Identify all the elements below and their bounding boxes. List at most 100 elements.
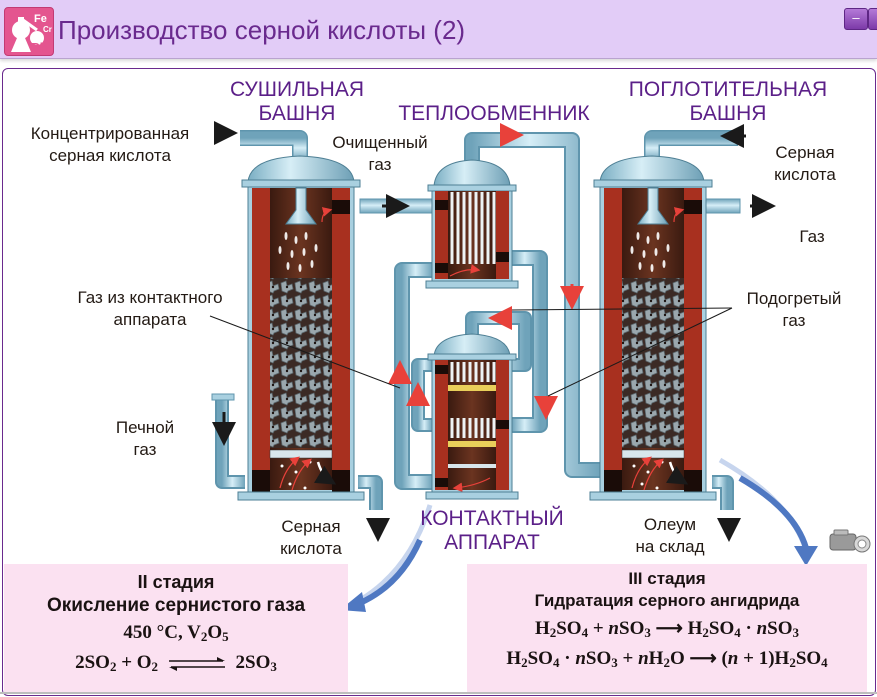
maximize-button[interactable] xyxy=(868,8,877,30)
drying-tower xyxy=(237,155,365,501)
eq-sub: 2 xyxy=(789,655,796,670)
eq-sub: 2 xyxy=(200,629,208,644)
eq-part: ⟶ H xyxy=(650,618,703,639)
logo-text-fe: Fe xyxy=(34,13,47,25)
eq-sub: 4 xyxy=(581,625,589,640)
eq-sub: 4 xyxy=(734,625,741,640)
label-line: Газ из контактного xyxy=(77,288,223,307)
eq-part: SO xyxy=(767,618,793,639)
label-line: газ xyxy=(368,155,392,174)
eq-sub: 5 xyxy=(222,629,229,644)
eq-sub: 4 xyxy=(552,655,560,670)
stage-2-box: II стадия Окисление сернистого газа 450 … xyxy=(4,564,348,692)
stage-3-equation-2: H2SO4 · nSO3 + nH2O ⟶ (n + 1)H2SO4 xyxy=(467,644,867,674)
eq-part: + 1)H xyxy=(738,648,790,669)
eq-sub: 3 xyxy=(792,625,800,640)
label-line: Печной xyxy=(115,418,175,437)
eq-part: SO xyxy=(556,618,582,639)
stage-3-box: III стадия Гидратация серного ангидрида … xyxy=(467,564,867,692)
label-gas-from-contact: Газ из контактного аппарата xyxy=(50,287,250,331)
heading-line: ПОГЛОТИТЕЛЬНАЯ xyxy=(628,78,828,101)
heading-drying-tower: СУШИЛЬНАЯ БАШНЯ xyxy=(222,78,372,126)
label-line: Концентрированная xyxy=(30,124,190,143)
reversible-arrow-icon xyxy=(168,656,225,671)
stage-callout-arrows xyxy=(340,457,818,612)
heading-line: БАШНЯ xyxy=(689,102,767,125)
label-line: Очищенный xyxy=(332,133,428,152)
flow-arrows xyxy=(212,121,776,542)
eq-part: 2SO xyxy=(235,652,271,673)
stage-3-subtitle: Гидратация серного ангидрида xyxy=(534,591,800,610)
logo-text-pb: Pb xyxy=(31,40,48,55)
eq-part: SO xyxy=(585,648,612,669)
eq-part: SO xyxy=(527,648,553,669)
eq-part: H xyxy=(648,648,664,669)
eq-var: n xyxy=(638,648,649,669)
eq-part: O ⟶ ( xyxy=(669,648,728,669)
stage-3-title: III стадия xyxy=(628,569,706,588)
eq-part: · xyxy=(740,618,757,639)
eq-part: O xyxy=(207,622,223,643)
eq-part: SO xyxy=(708,618,735,639)
label-furnace-gas: Печной газ xyxy=(100,417,190,461)
eq-sub: 2 xyxy=(151,659,159,674)
label-line: Серная xyxy=(775,143,835,162)
label-sulfuric-acid-out: Серная кислота xyxy=(266,516,356,560)
heading-contact-apparatus: КОНТАКТНЫЙ АППАРАТ xyxy=(410,507,574,555)
logo-text-cr: Cr xyxy=(43,25,52,34)
heading-line: АППАРАТ xyxy=(444,531,540,554)
stage-2-conditions: 450 °C, V2O5 xyxy=(4,618,348,648)
eq-sub: 2 xyxy=(702,625,709,640)
stage-2-equation: 2SO2 + O2 2SO3 xyxy=(4,648,348,678)
label-line: Подогретый xyxy=(746,289,842,308)
label-line: кислота xyxy=(774,165,836,184)
heading-heat-exchanger: ТЕПЛООБМЕННИК xyxy=(398,102,590,125)
eq-part: SO xyxy=(795,648,822,669)
eq-part: + O xyxy=(116,652,152,673)
label-line: Олеум xyxy=(643,515,697,534)
eq-var: n xyxy=(608,618,619,639)
label-oleum: Олеум на склад xyxy=(620,514,720,558)
eq-part: 450 °C, V xyxy=(123,622,201,643)
eq-part: 2SO xyxy=(75,652,110,673)
callout-lines xyxy=(209,307,733,397)
minimize-button[interactable]: – xyxy=(844,8,868,30)
eq-sub: 2 xyxy=(549,625,557,640)
eq-sub: 3 xyxy=(611,655,618,670)
heading-line: БАШНЯ xyxy=(258,102,336,125)
stage-2-subtitle: Окисление сернистого газа xyxy=(46,595,306,616)
heading-line: СУШИЛЬНАЯ xyxy=(229,78,365,101)
eq-var: n xyxy=(727,648,739,669)
eq-part: SO xyxy=(619,618,645,639)
label-line: серная кислота xyxy=(49,146,171,165)
label-line: газ xyxy=(133,440,157,459)
heading-line: КОНТАКТНЫЙ xyxy=(420,507,564,530)
absorption-tower xyxy=(589,155,717,501)
window-title: Производство серной кислоты (2) xyxy=(58,15,466,45)
label-line: на склад xyxy=(635,537,705,556)
label-line: Серная xyxy=(281,517,341,536)
video-camera-icon[interactable] xyxy=(829,529,871,553)
label-conc-acid: Концентрированная серная кислота xyxy=(10,123,210,167)
eq-var: n xyxy=(756,618,768,639)
title-bar: Fe Cr Pb Производство серной кислоты (2)… xyxy=(0,0,877,59)
label-line: кислота xyxy=(280,539,342,558)
label-line: аппарата xyxy=(113,310,187,329)
heading-absorption-tower: ПОГЛОТИТЕЛЬНАЯ БАШНЯ xyxy=(620,78,836,126)
eq-part: H xyxy=(534,618,550,639)
eq-part: · xyxy=(559,648,576,669)
heat-exchanger xyxy=(425,159,519,289)
label-purified-gas: Очищенный газ xyxy=(330,132,430,176)
contact-apparatus xyxy=(425,333,519,500)
eq-sub: 2 xyxy=(109,659,117,674)
label-gas-out: Газ xyxy=(799,227,825,246)
eq-part: + xyxy=(588,618,609,639)
label-sulfuric-acid-in: Серная кислота xyxy=(760,142,850,186)
chemistry-logo-icon: Fe Cr Pb xyxy=(4,7,54,56)
eq-var: n xyxy=(575,648,586,669)
eq-sub: 3 xyxy=(270,659,277,674)
eq-sub: 2 xyxy=(521,655,528,670)
eq-part: H xyxy=(506,648,522,669)
label-heated-gas: Подогретый газ xyxy=(738,288,850,332)
